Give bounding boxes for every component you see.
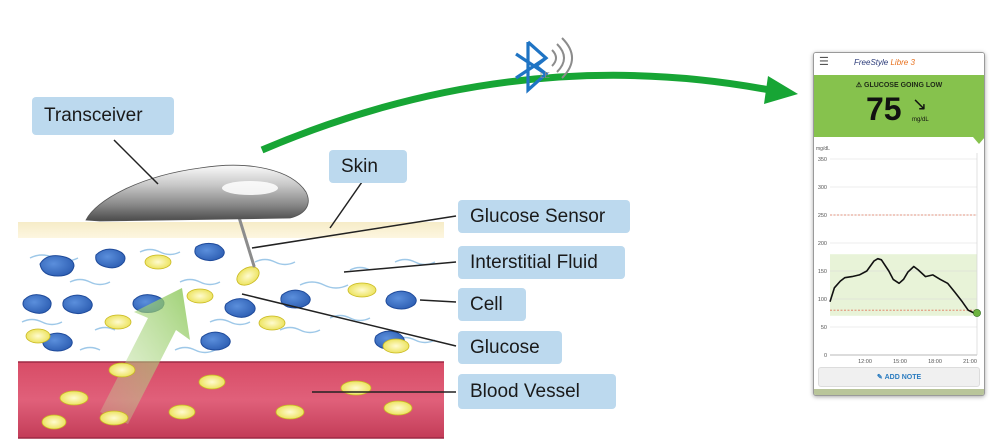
- glucose-status: ⚠ GLUCOSE GOING LOW: [814, 81, 984, 89]
- glucose-series-line: [829, 257, 977, 314]
- app-brand: FreeStyle Libre 3: [854, 58, 915, 67]
- diffusion-arrow: [100, 288, 190, 424]
- y-tick-label: 100: [818, 297, 827, 303]
- x-tick-label: 15:00: [893, 359, 907, 365]
- glucose-panel: ⚠ GLUCOSE GOING LOW 75 ↘ mg/dL: [814, 75, 984, 137]
- glucose-units: mg/dL: [912, 117, 929, 123]
- app-topbar: ☰ FreeStyle Libre 3: [814, 53, 984, 75]
- phone-app-screen: ☰ FreeStyle Libre 3 ⚠ GLUCOSE GOING LOW …: [813, 52, 985, 396]
- cell: [22, 294, 52, 314]
- glucose-molecule: [258, 315, 286, 331]
- glucose-molecule: [236, 266, 260, 286]
- glucose-chart: 0 50 100 150 200 250 300 350 mg/dL 12:00 15:00 18:0…: [816, 146, 981, 365]
- label-glucose-sensor: Glucose Sensor: [458, 200, 630, 233]
- glucose-molecule: [198, 374, 226, 390]
- label-blood-vessel-text: Blood Vessel: [470, 380, 580, 402]
- cell: [224, 298, 256, 318]
- label-skin: Skin: [329, 150, 407, 183]
- glucose-molecule: [144, 254, 172, 270]
- glucose-molecules: [25, 254, 410, 354]
- glucose-molecule: [59, 390, 89, 406]
- bluetooth-le-label: LE: [540, 71, 550, 80]
- glucose-molecule: [168, 404, 196, 420]
- x-tick-label: 21:00: [963, 359, 977, 365]
- label-skin-text: Skin: [341, 155, 378, 177]
- menu-icon[interactable]: ☰: [819, 56, 829, 68]
- y-tick-label: 350: [818, 157, 827, 163]
- label-cell: Cell: [458, 288, 526, 321]
- x-tick-label: 18:00: [928, 359, 942, 365]
- cell: [194, 242, 225, 262]
- skin-layer: [18, 222, 444, 238]
- y-tick-label: 50: [821, 325, 827, 331]
- leader-lines: [113, 139, 457, 393]
- cell: [200, 331, 231, 351]
- label-glucose-text: Glucose: [470, 336, 540, 358]
- cell: [280, 289, 311, 309]
- label-transceiver: Transceiver: [32, 97, 174, 135]
- cell: [62, 294, 93, 315]
- label-interstitial-fluid-text: Interstitial Fluid: [470, 251, 598, 273]
- bluetooth-le-icon: LE: [515, 37, 573, 94]
- label-transceiver-text: Transceiver: [44, 105, 143, 126]
- glucose-molecule: [383, 400, 413, 416]
- glucose-molecule: [340, 380, 372, 396]
- y-tick-label: 150: [818, 269, 827, 275]
- glucose-molecule: [104, 314, 132, 330]
- panel-notch: [973, 137, 984, 144]
- glucose-reading: 75: [866, 91, 902, 127]
- transceiver-device: [85, 164, 309, 222]
- glucose-molecule: [186, 288, 214, 304]
- phone-bottom-bar: [814, 389, 984, 395]
- y-axis-label: mg/dL: [816, 146, 830, 152]
- trend-arrow-icon: ↘: [912, 94, 928, 114]
- brand-prefix: FreeStyle: [854, 58, 891, 67]
- blood-vessel: [18, 362, 444, 438]
- glucose-molecule: [99, 410, 129, 426]
- label-glucose-sensor-text: Glucose Sensor: [470, 205, 606, 227]
- cell: [39, 255, 75, 277]
- glucose-molecule: [275, 404, 305, 420]
- current-point: [973, 309, 981, 317]
- label-blood-vessel: Blood Vessel: [458, 374, 616, 409]
- glucose-molecule: [108, 362, 136, 378]
- cell: [42, 332, 73, 352]
- x-tick-label: 12:00: [858, 359, 872, 365]
- add-note-label: ADD NOTE: [884, 373, 922, 381]
- sensor-filament: [236, 212, 256, 268]
- interstitial-layer: [18, 232, 444, 362]
- y-tick-label: 0: [824, 353, 827, 359]
- cell: [385, 290, 417, 310]
- label-interstitial-fluid: Interstitial Fluid: [458, 246, 625, 279]
- add-note-button[interactable]: ✎ ADD NOTE: [818, 367, 980, 387]
- y-tick-label: 250: [818, 213, 827, 219]
- pencil-icon: ✎: [876, 374, 885, 381]
- alert-icon: ⚠: [855, 82, 865, 89]
- label-cell-text: Cell: [470, 293, 503, 315]
- y-tick-label: 300: [818, 185, 827, 191]
- transmission-arrow: [260, 71, 781, 154]
- brand-suffix: Libre 3: [890, 58, 915, 67]
- blood-glucose-molecules: [41, 362, 413, 430]
- glucose-status-text: GLUCOSE GOING LOW: [864, 82, 943, 89]
- y-tick-label: 200: [818, 241, 827, 247]
- label-glucose: Glucose: [458, 331, 562, 364]
- glucose-molecule: [41, 414, 67, 430]
- glucose-molecule: [347, 282, 377, 298]
- glucose-molecule: [25, 328, 51, 344]
- glucose-molecule: [382, 338, 410, 354]
- cell: [95, 248, 126, 269]
- target-range-band: [830, 254, 977, 316]
